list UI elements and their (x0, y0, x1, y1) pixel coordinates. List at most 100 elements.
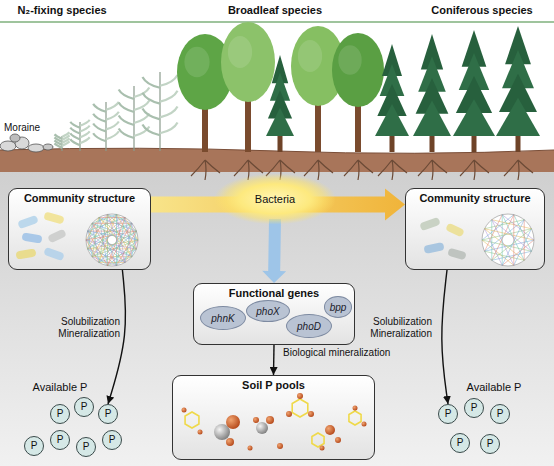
network-plot (492, 215, 514, 261)
panel-box: Community structure (405, 188, 545, 270)
network-plot (107, 217, 125, 265)
network-plot (485, 215, 503, 252)
network-plot (88, 223, 132, 249)
atom-ball (362, 422, 367, 427)
bacteria-cells (445, 223, 465, 238)
atom-ball (256, 422, 268, 434)
atom-ball (335, 437, 341, 443)
conifer-tree (413, 34, 451, 152)
sapling (106, 102, 119, 110)
network-plot (492, 229, 532, 261)
earth-line (0, 148, 554, 153)
phosphate-ring (292, 399, 308, 417)
node-text: P (471, 403, 478, 413)
network-plot (86, 240, 132, 257)
broadleaf-tree (177, 34, 233, 152)
sapling (119, 90, 134, 99)
site-label: Moraine (4, 122, 64, 133)
atom-ball (253, 417, 259, 423)
network-plot (107, 214, 131, 256)
sapling (93, 102, 119, 151)
panel-box: Community structure (8, 188, 151, 270)
conifer-tree (278, 130, 283, 152)
network-plot (92, 214, 116, 223)
network-plot (99, 217, 117, 265)
top-rule (0, 21, 554, 23)
atom-ball (286, 411, 292, 417)
network-plot (92, 217, 125, 256)
conifer-tree (266, 108, 294, 136)
network-plot (88, 231, 132, 257)
p-circle: P (102, 430, 122, 450)
sapling (106, 112, 119, 120)
node-text: P (57, 409, 64, 419)
atom-ball (214, 424, 230, 440)
node-text: Community structure (24, 192, 135, 204)
node-text: Functional genes (229, 287, 319, 299)
sapling (134, 101, 149, 110)
panel-box: Functional genesphnKphoXphoDbpp (193, 283, 355, 345)
network-plot (117, 214, 137, 231)
p-circle: P (480, 434, 500, 454)
sapling (62, 141, 70, 146)
broadleaf-tree (338, 45, 361, 75)
network-plot (86, 217, 99, 240)
network-plot (125, 217, 132, 256)
sapling (62, 132, 70, 137)
node-text: P (445, 409, 452, 419)
conifer-tree (516, 130, 521, 152)
network-plot (86, 240, 99, 263)
network-plot (99, 214, 107, 262)
sapling (54, 137, 62, 142)
sapling (142, 77, 160, 88)
bacteria-cells (21, 232, 42, 243)
broadleaf-tree (177, 34, 233, 110)
network-plot (117, 231, 137, 265)
bacteria-cells (47, 229, 67, 244)
conifer-tree (502, 50, 534, 88)
sapling (93, 123, 106, 131)
network-plot (88, 223, 93, 249)
network-plot (485, 220, 525, 229)
network-plot (86, 223, 132, 240)
network-plot (125, 240, 138, 263)
network-plot (485, 229, 534, 240)
network-plot (99, 223, 132, 262)
network-plot (92, 223, 136, 249)
phosphate-ring (312, 433, 324, 447)
network-plot (88, 231, 137, 232)
roots (378, 160, 407, 180)
roots (504, 160, 533, 180)
sapling (54, 143, 62, 148)
network-plot (88, 214, 108, 231)
conifer-tree (456, 76, 492, 113)
conifer-tree (499, 74, 537, 112)
p-circle: P (464, 398, 484, 418)
sapling (70, 122, 80, 128)
node-text: phoX (256, 306, 279, 317)
conifer-tree (416, 78, 449, 113)
sapling (61, 136, 62, 151)
network-plot (88, 248, 137, 249)
network-plot (99, 214, 117, 262)
network-plot (88, 249, 125, 263)
atom-ball (320, 446, 325, 451)
network-plot (117, 249, 137, 266)
sapling (54, 134, 62, 139)
sapling (159, 72, 160, 151)
network-plot (92, 223, 99, 262)
process-arrow (442, 270, 448, 404)
sapling (160, 107, 178, 118)
sapling (119, 86, 150, 151)
conifer-tree (382, 44, 402, 76)
sapling (70, 133, 80, 139)
broadleaf-tree (221, 22, 275, 152)
trees (54, 22, 540, 152)
atom-ball (198, 430, 203, 435)
node-text: bpp (330, 302, 347, 313)
conifer-tree (421, 34, 443, 69)
conifer-tree (268, 90, 292, 118)
broadleaf-tree (291, 26, 345, 152)
sapling (142, 124, 160, 135)
broadleaf-tree (202, 102, 208, 152)
